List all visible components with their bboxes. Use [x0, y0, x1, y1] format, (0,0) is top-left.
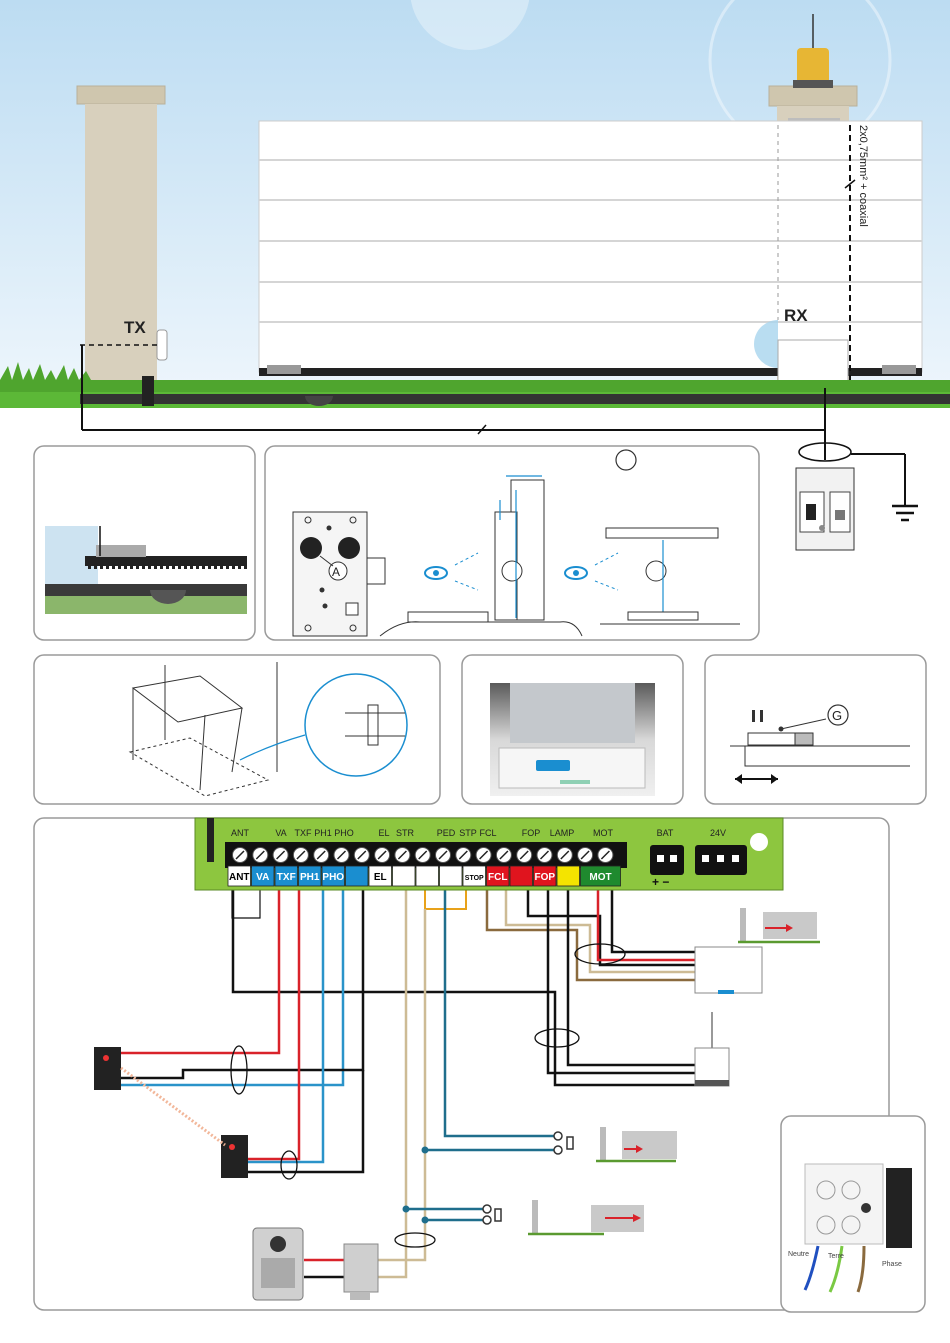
wiring-panel	[34, 818, 889, 1310]
terminal-block-text: FCL	[488, 872, 507, 883]
marker-a: A	[332, 565, 340, 579]
terminal-block-text: MOT	[589, 872, 611, 883]
board-label: EL	[378, 828, 389, 838]
board-label: MOT	[593, 828, 613, 838]
terminal-block-text: PHO	[322, 872, 344, 883]
battery-polarity: + −	[652, 875, 669, 889]
cable-spec-label: 2x0,75mm² + coaxial	[857, 125, 869, 227]
board-label: FOP	[522, 828, 541, 838]
board-label: VA	[275, 828, 286, 838]
board-label: PH1	[314, 828, 332, 838]
phase-label: Phase	[882, 1261, 902, 1268]
terminal-block-label	[346, 866, 369, 886]
junction-box-panel: Neutre Terre Phase	[781, 1116, 925, 1312]
panel-limit-switch: G	[705, 655, 926, 804]
intercom-panel	[253, 1228, 303, 1300]
panel-motor-alignment: A	[265, 446, 759, 640]
neutral-label: Neutre	[788, 1251, 809, 1258]
board-label: ANT	[231, 828, 250, 838]
intercom-transformer	[344, 1244, 378, 1300]
terminal-block-text: STOP	[465, 875, 484, 882]
rx-label: RX	[784, 306, 808, 325]
sliding-gate	[259, 121, 922, 376]
photocell-tx	[94, 1047, 121, 1090]
terminal-block-text: TXF	[277, 872, 296, 883]
circuit-breaker	[796, 443, 918, 550]
motor-unit	[695, 947, 762, 994]
terminal-block-text: ANT	[229, 872, 250, 883]
panel-rack-mounting	[34, 446, 255, 640]
earth-label: Terre	[828, 1253, 844, 1260]
tx-label: TX	[124, 318, 146, 337]
marker-g: G	[832, 708, 842, 723]
terminal-block-label	[440, 866, 463, 886]
board-label: STR	[396, 828, 415, 838]
board-label: PED	[437, 828, 456, 838]
terminal-block-label	[393, 866, 416, 886]
terminal-block-text: EL	[374, 872, 387, 883]
gate-scene: TX RX	[0, 0, 950, 460]
terminal-block-label	[510, 866, 533, 886]
board-label: TXF	[295, 828, 313, 838]
terminal-block-text: PH1	[300, 872, 320, 883]
board-label: PHO	[334, 828, 354, 838]
terminal-block-label	[416, 866, 439, 886]
board-label: LAMP	[550, 828, 575, 838]
panel-base-plate	[34, 655, 440, 804]
photocell-rx	[221, 1135, 248, 1178]
board-label: FCL	[479, 828, 496, 838]
board-label: 24V	[710, 828, 726, 838]
terminal-block-text: VA	[256, 872, 269, 883]
board-label: BAT	[657, 828, 674, 838]
terminal-block-label	[557, 866, 580, 886]
board-label: STP	[459, 828, 477, 838]
panel-motor-cover	[462, 655, 683, 804]
terminal-block-text: FOP	[534, 872, 555, 883]
left-pillar	[77, 86, 167, 404]
